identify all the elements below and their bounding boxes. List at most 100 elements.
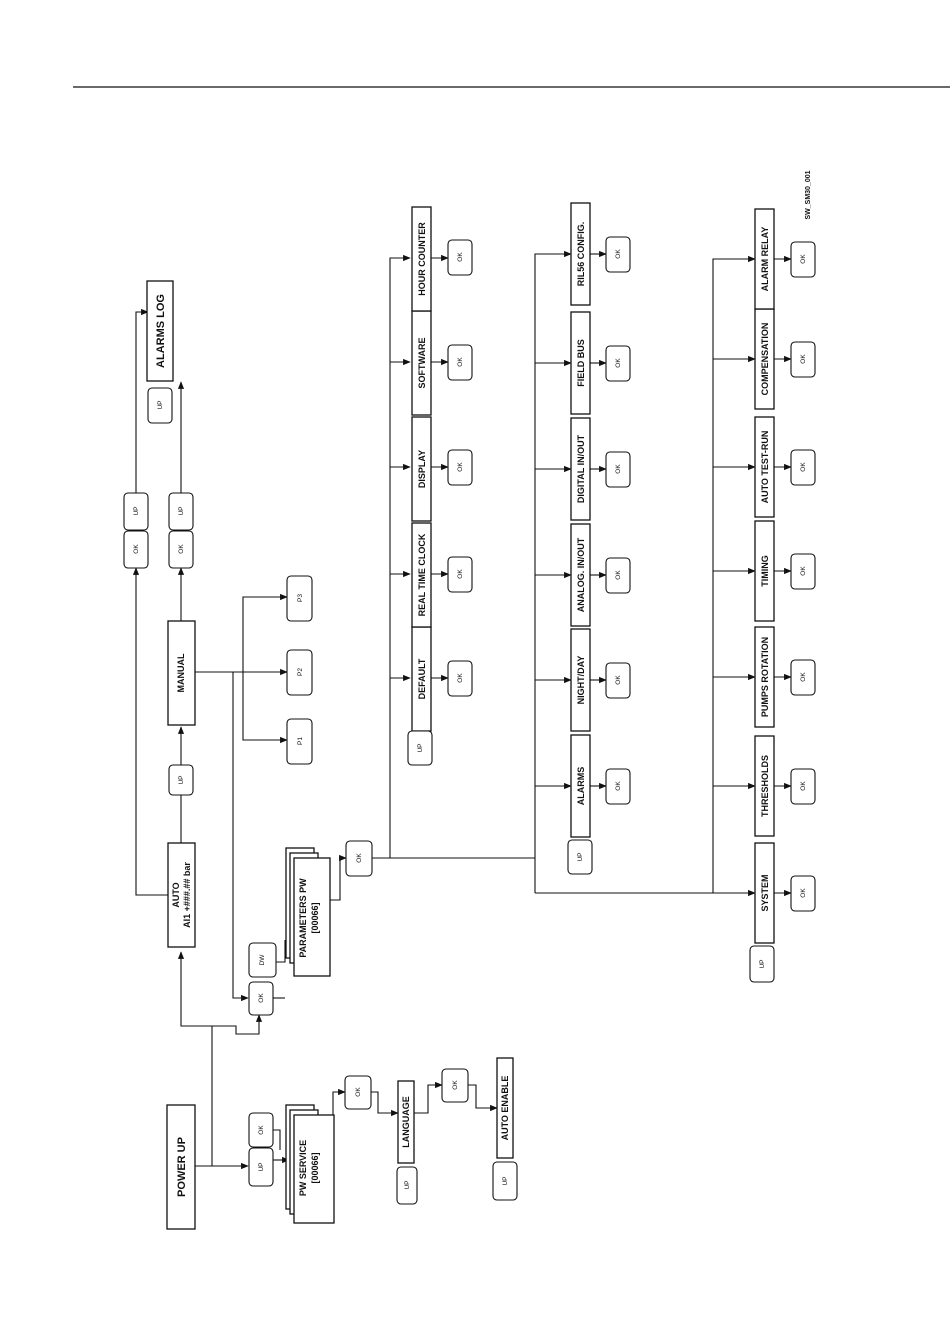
ok-button-label: OK bbox=[800, 354, 807, 364]
up-button-label: UP bbox=[157, 400, 164, 409]
manual-label: MANUAL bbox=[176, 653, 186, 692]
ok-button: OK bbox=[168, 530, 194, 569]
ok-button: OK bbox=[447, 556, 473, 593]
ok-button-label: OK bbox=[457, 673, 464, 683]
ok-button: OK bbox=[248, 1112, 274, 1148]
ok-button: OK bbox=[123, 530, 149, 569]
pump-p3-block: P3 bbox=[286, 575, 313, 622]
menu-item-hour-counter-label: HOUR COUNTER bbox=[417, 222, 427, 296]
menu-item-digital-in-out: DIGITAL IN/OUT bbox=[570, 417, 591, 521]
menu-item-hour-counter: HOUR COUNTER bbox=[411, 206, 432, 312]
ok-button: OK bbox=[447, 239, 473, 276]
menu-item-thresholds: THRESHOLDS bbox=[754, 735, 775, 837]
menu-item-system-label: SYSTEM bbox=[760, 874, 770, 911]
ok-button: OK bbox=[790, 449, 816, 486]
ok-button-label: OK bbox=[457, 462, 464, 472]
ok-button-label: OK bbox=[457, 569, 464, 579]
menu-item-default-label: DEFAULT bbox=[417, 658, 427, 699]
ok-button: OK bbox=[605, 662, 631, 699]
menu-item-timing-label: TIMING bbox=[760, 555, 770, 587]
menu-item-default: DEFAULT bbox=[411, 626, 432, 732]
menu-item-system: SYSTEM bbox=[754, 842, 775, 944]
menu-item-timing: TIMING bbox=[754, 520, 775, 622]
ok-button: OK bbox=[344, 1075, 372, 1110]
menu-item-auto-test-run: AUTO TEST-RUN bbox=[754, 416, 775, 518]
ok-button: OK bbox=[605, 451, 631, 488]
ok-button-label: OK bbox=[800, 888, 807, 898]
ok-button-label: OK bbox=[356, 853, 363, 863]
menu-item-compensation: COMPENSATION bbox=[754, 308, 775, 410]
menu-item-alarm-relay-label: ALARM RELAY bbox=[760, 227, 770, 292]
ok-button: OK bbox=[790, 768, 816, 805]
up-button: UP bbox=[492, 1161, 518, 1201]
auto-block: AUTO AI1 +###.## bar bbox=[167, 842, 196, 948]
ok-button-label: OK bbox=[615, 675, 622, 685]
ok-button-label: OK bbox=[615, 570, 622, 580]
language-block: LANGUAGE bbox=[397, 1080, 415, 1164]
up-button-label: UP bbox=[178, 775, 185, 784]
menu-item-real-time-clock: REAL TIME CLOCK bbox=[411, 522, 432, 628]
up-button: UP bbox=[123, 492, 149, 531]
pump-p1-block: P1 bbox=[286, 718, 313, 765]
ok-button: OK bbox=[790, 659, 816, 696]
up-button: UP bbox=[567, 839, 593, 875]
up-button: UP bbox=[248, 1147, 274, 1187]
ok-button-label: OK bbox=[457, 357, 464, 367]
auto-value-label: AI1 +###.## bar bbox=[182, 862, 192, 928]
up-button: UP bbox=[168, 764, 194, 796]
ok-button-label: OK bbox=[457, 252, 464, 262]
up-button-label: UP bbox=[502, 1176, 509, 1185]
menu-item-alarms: ALARMS bbox=[570, 734, 591, 838]
parameters-pw-block: PARAMETERS PW [00066] bbox=[285, 847, 331, 977]
ok-button: OK bbox=[441, 1068, 469, 1103]
up-button: UP bbox=[749, 945, 775, 983]
ok-button: OK bbox=[790, 875, 816, 912]
menu-item-night-day: NIGHT/DAY bbox=[570, 628, 591, 732]
menu-item-alarms-label: ALARMS bbox=[576, 767, 586, 806]
parameters-pw-code: [00066] bbox=[310, 902, 320, 933]
up-button-label: UP bbox=[759, 959, 766, 968]
menu-item-digital-in-out-label: DIGITAL IN/OUT bbox=[576, 434, 586, 503]
ok-button-label: OK bbox=[800, 781, 807, 791]
alarms-log-block: ALARMS LOG bbox=[146, 280, 174, 382]
menu-item-ril56-config-label: RIL56 CONFIG. bbox=[576, 222, 586, 287]
up-button: UP bbox=[407, 730, 433, 766]
up-button: UP bbox=[396, 1166, 418, 1205]
pw-service-code: [00066] bbox=[310, 1152, 320, 1183]
ok-button-label: OK bbox=[800, 566, 807, 576]
menu-item-auto-test-run-label: AUTO TEST-RUN bbox=[760, 431, 770, 504]
menu-item-real-time-clock-label: REAL TIME CLOCK bbox=[417, 533, 427, 616]
ok-button: OK bbox=[248, 981, 274, 1016]
menu-item-night-day-label: NIGHT/DAY bbox=[576, 656, 586, 705]
menu-item-software: SOFTWARE bbox=[411, 310, 432, 416]
menu-item-field-bus-label: FIELD BUS bbox=[576, 339, 586, 387]
up-button-label: UP bbox=[133, 506, 140, 515]
ok-button: OK bbox=[447, 449, 473, 486]
pw-service-label: PW SERVICE bbox=[298, 1140, 308, 1196]
up-button: UP bbox=[168, 492, 194, 531]
menu-item-thresholds-label: THRESHOLDS bbox=[760, 755, 770, 817]
ok-button-label: OK bbox=[615, 249, 622, 259]
pump-p2-label: P2 bbox=[297, 668, 304, 676]
menu-item-software-label: SOFTWARE bbox=[417, 338, 427, 389]
ok-button-label: OK bbox=[178, 544, 185, 554]
up-button-label: UP bbox=[258, 1162, 265, 1171]
up-button-label: UP bbox=[178, 506, 185, 515]
menu-item-pumps-rotation: PUMPS ROTATION bbox=[754, 626, 775, 728]
menu-item-field-bus: FIELD BUS bbox=[570, 311, 591, 415]
menu-item-analog-in-out-label: ANALOG. IN/OUT bbox=[576, 537, 586, 612]
language-label: LANGUAGE bbox=[401, 1096, 411, 1148]
ok-button-label: OK bbox=[615, 358, 622, 368]
ok-button: OK bbox=[790, 241, 816, 278]
diagram-code: SW_SM30_001 bbox=[805, 170, 812, 219]
auto-label: AUTO bbox=[171, 882, 181, 907]
auto-enable-block: AUTO ENABLE bbox=[496, 1057, 514, 1159]
up-button-label: UP bbox=[404, 1180, 411, 1189]
manual-block: MANUAL bbox=[167, 620, 196, 726]
ok-button-label: OK bbox=[800, 462, 807, 472]
dw-button-label: DW bbox=[259, 954, 266, 966]
menu-item-pumps-rotation-label: PUMPS ROTATION bbox=[760, 637, 770, 717]
ok-button: OK bbox=[605, 345, 631, 382]
ok-button: OK bbox=[605, 768, 631, 805]
ok-button: OK bbox=[605, 236, 631, 273]
